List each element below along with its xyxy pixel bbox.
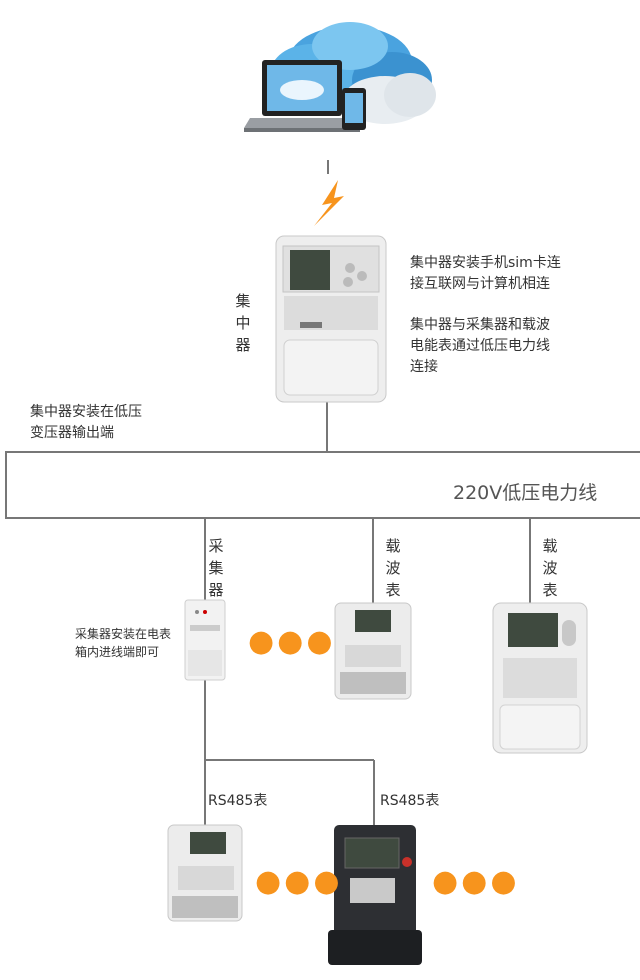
concentrator-lcd — [290, 250, 330, 290]
concentrator-note-sim: 集中器安装手机sim卡连 接互联网与计算机相连 — [410, 255, 561, 292]
ellipsis-dots-text: ●●● — [255, 864, 343, 899]
ellipsis-dots-text: ●●● — [432, 864, 520, 899]
concentrator-note-powerline: 集中器与采集器和载波 电能表通过低压电力线 连接 — [410, 317, 550, 375]
concentrator-label: 集 中 器 — [235, 292, 251, 354]
collector-label: 采 集 器 — [208, 537, 224, 599]
concentrator-install-note: 集中器安装在低压 变压器输出端 — [30, 404, 142, 441]
power-line-box — [5, 451, 640, 519]
laptop-icon — [244, 60, 360, 132]
ellipsis-dots-carrier: ●●● — [248, 627, 336, 657]
carrier-meter-1-label: 载 波 表 — [385, 537, 401, 599]
rs485-meter-2-label: RS485表 — [380, 793, 440, 809]
ellipsis-dots-rs485-1: ●●● — [255, 867, 343, 897]
lightning-bolt-icon — [314, 180, 344, 226]
collector-note: 采集器安装在电表 箱内进线端即可 — [75, 627, 172, 659]
smartphone-icon — [342, 88, 366, 130]
rs485-meter-1-label: RS485表 — [208, 793, 268, 809]
ellipsis-dots-rs485-2: ●●● — [432, 867, 520, 897]
power-line-label: 220V低压电力线 — [453, 482, 598, 504]
carrier-meter-2-label: 载 波 表 — [542, 537, 558, 599]
ellipsis-dots-text: ●●● — [248, 624, 336, 659]
